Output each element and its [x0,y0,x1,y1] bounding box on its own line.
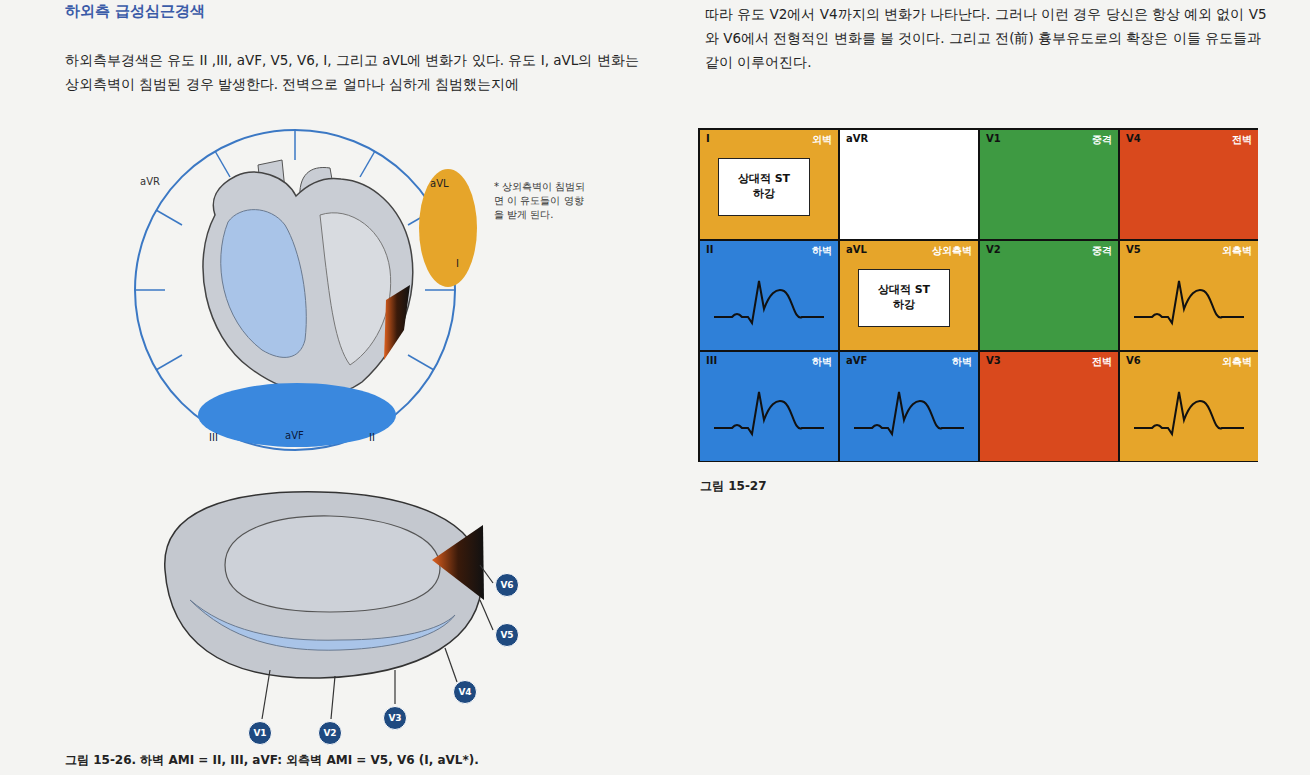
lead-label: aVL [430,178,449,189]
lead-name: V3 [986,355,1001,366]
wall-name: 중격 [1092,133,1112,147]
lead-name: aVF [846,355,867,366]
lead-name: III [706,355,717,366]
wall-name: 외측벽 [1222,355,1252,369]
lead-cell: aVL 상외측벽상대적 ST하강 [840,241,978,350]
wall-name: 하벽 [812,244,832,258]
lead-cell: V3 전벽 [980,352,1118,461]
body-text: 하외측부경색은 유도 II ,III, aVF, V5, V6, I, 그리고 … [65,48,650,96]
figure-number: 그림 15-27 [700,478,767,495]
lead-name: aVL [846,244,867,255]
wall-name: 상외측벽 [932,244,972,258]
lead-name: V2 [986,244,1001,255]
lead-name: I [706,133,710,144]
note-box: 상대적 ST하강 [718,158,810,216]
ecg-waveform [854,386,964,446]
lead-region-oval: aVL I [418,168,478,288]
chest-lead-circle: V2 [318,721,342,745]
wall-name: 외측벽 [1222,244,1252,258]
chest-lead-circle: V5 [495,623,519,647]
lead-label: II [369,432,375,443]
lead-label: V5 [500,630,513,640]
lead-label: aVF [285,430,304,441]
chest-lead-circle: V6 [495,573,519,597]
heading: 하외측 급성심근경색 [65,2,205,21]
leader-lines [262,565,493,719]
wall-name: 전벽 [1232,133,1252,147]
lead-name: II [706,244,713,255]
note-text: 상대적 ST하강 [734,172,794,202]
lead-cell: V4 전벽 [1120,130,1258,239]
lead-name: V6 [1126,355,1141,366]
ecg-waveform [714,275,824,335]
wall-name: 하벽 [812,355,832,369]
lead-cell: V6 외측벽 [1120,352,1258,461]
lead-label: V1 [253,728,266,738]
lead-circle [135,130,455,450]
chest-lead-circle: V4 [453,680,477,704]
lead-cell: V1 중격 [980,130,1118,239]
chest-lead-circle: V1 [248,721,272,745]
wall-name: 중격 [1092,244,1112,258]
lead-label: III [209,432,218,443]
heart-drawing [203,160,413,394]
note: * 상외측벽이 침범되면 이 유도들이 영향을 받게 된다. [494,180,586,222]
lead-label: V3 [388,713,401,723]
lead-region-oval: III aVF II [197,382,397,448]
caption: 그림 15-26. 하벽 AMI = II, III, aVF: 외측벽 AMI… [65,752,479,769]
body-text: 따라 유도 V2에서 V4까지의 변화가 나타난다. 그러나 이런 경우 당신은… [705,2,1275,74]
ventricle-cross-section [165,492,484,678]
lead-name: V1 [986,133,1001,144]
lead-label: aVR [140,176,160,187]
lead-name: aVR [846,133,868,144]
lead-name: V5 [1126,244,1141,255]
lead-cell: I 외벽상대적 ST하강 [700,130,838,239]
note-text: 상대적 ST하강 [874,283,934,313]
chest-lead-circle: V3 [383,706,407,730]
lead-label: V4 [458,687,471,697]
lead-cell: aVF 하벽 [840,352,978,461]
ecg-waveform [714,386,824,446]
lead-cell: II 하벽 [700,241,838,350]
lead-name: V4 [1126,133,1141,144]
ecg-waveform [1134,275,1244,335]
lead-cell: III 하벽 [700,352,838,461]
lead-cell: aVR [840,130,978,239]
lead-label: V2 [323,728,336,738]
lead-label: V6 [500,580,513,590]
lead-label: I [456,258,459,269]
lead-cell: V2 중격 [980,241,1118,350]
wall-name: 하벽 [952,355,972,369]
ecg-waveform [1134,386,1244,446]
wall-name: 외벽 [812,133,832,147]
table-frame [698,128,1258,462]
wall-name: 전벽 [1092,355,1112,369]
lead-cell: V5 외측벽 [1120,241,1258,350]
note-box: 상대적 ST하강 [858,269,950,327]
